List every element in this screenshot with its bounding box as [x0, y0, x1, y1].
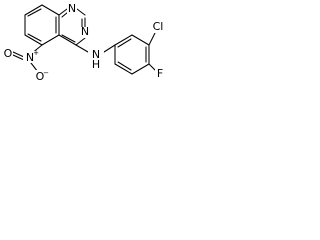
atom-label-layer: N N N H Cl F N + O O −: [3, 2, 166, 83]
bond-c4a-c4-inner: [61, 34, 76, 43]
nh-hydrogen-label: H: [92, 58, 100, 71]
bond-c2prime-c3prime: [131, 34, 150, 46]
n3-label: N: [81, 25, 89, 38]
bond-layer: [12, 4, 158, 75]
f-label-bg: [155, 68, 165, 80]
bond-c4-nh: [75, 44, 89, 53]
bond-n3-c4: [75, 37, 86, 46]
bond-c4a-c5: [41, 34, 60, 46]
bond-c7-c8-inner: [27, 8, 42, 17]
bond-c8a-n1: [58, 8, 68, 16]
nitro-o-bottom-charge: −: [43, 69, 49, 77]
bond-nh-c1prime: [103, 44, 116, 53]
bond-nitro-n-o-top-double: [12, 54, 25, 61]
bond-c1prime-c2prime-inner: [117, 38, 132, 48]
n1-label-bg: [67, 3, 77, 14]
nh-label-bg: [88, 47, 104, 68]
bond-c4-c4a: [58, 34, 77, 46]
cl-label-bg: [150, 21, 166, 33]
cl-label: Cl: [153, 20, 164, 33]
n1-label: N: [68, 2, 76, 15]
bond-c7-c8: [24, 4, 43, 16]
f-label: F: [157, 67, 163, 80]
bond-c3prime-cl: [148, 30, 157, 46]
bond-nitro-n-o-top: [12, 51, 25, 58]
n3-label-bg: [80, 27, 90, 38]
nitro-o-bottom-label: O: [36, 70, 45, 83]
bond-c1prime-c2prime: [114, 34, 133, 46]
bond-n1-c2: [76, 8, 86, 16]
nitro-o-top-label: O: [4, 47, 13, 60]
bond-c5-c6: [24, 34, 43, 46]
bond-c8-c8a: [41, 4, 60, 16]
nitro-n-label-bg: [23, 51, 39, 63]
nitro-o-top-label-bg: [3, 48, 13, 60]
nitro-n-label: N: [26, 51, 34, 64]
nitro-o-bottom-label-bg: [35, 70, 49, 83]
molecule-diagram: N N N H Cl F N + O O −: [3, 2, 166, 83]
bond-c5-c6-inner: [27, 33, 42, 42]
nh-nitrogen-label: N: [92, 48, 100, 61]
bond-c4prime-c5prime: [131, 63, 150, 75]
nitro-n-charge: +: [33, 49, 39, 57]
chemical-structure: N N N H Cl F N + O O −: [0, 0, 178, 98]
bond-c5prime-c6prime: [114, 63, 133, 75]
bond-c5prime-c6prime-inner: [117, 61, 132, 71]
